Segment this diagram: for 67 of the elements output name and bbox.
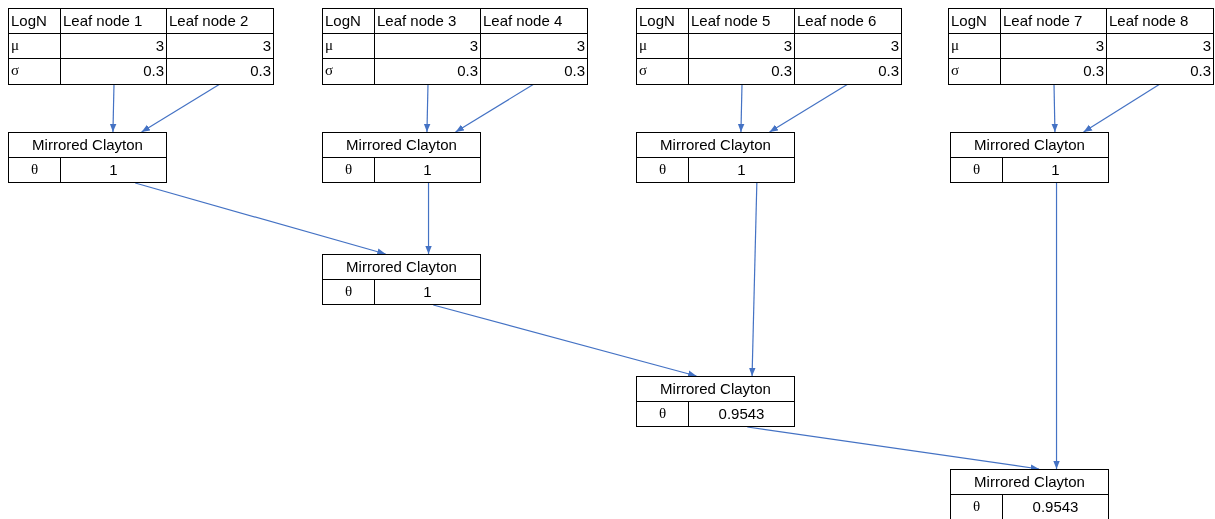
distribution-table — [636, 8, 902, 85]
parameter-symbol: θ — [950, 157, 1003, 183]
table-column — [1001, 9, 1107, 84]
parameter-value: 3 — [689, 34, 795, 59]
parameter-value: 3 — [61, 34, 167, 59]
arrow — [1053, 182, 1060, 470]
copula-table — [950, 132, 1109, 183]
parameter-value: 1 — [374, 279, 481, 305]
column-header: Leaf node 3 — [375, 9, 481, 34]
arrow — [109, 83, 117, 133]
parameter-value: 1 — [374, 157, 481, 183]
table-column — [689, 9, 795, 84]
column-header: LogN — [637, 9, 689, 34]
arrow — [425, 182, 432, 255]
parameter-symbol: θ — [636, 157, 689, 183]
row-label: μ — [323, 34, 375, 59]
copula-table — [322, 254, 481, 305]
row-label: σ — [637, 59, 689, 84]
arrow — [140, 83, 221, 133]
parameter-value: 3 — [1001, 34, 1107, 59]
row-label: μ — [637, 34, 689, 59]
parameter-value: 3 — [375, 34, 481, 59]
table-title: Mirrored Clayton — [636, 132, 795, 158]
parameter-symbol: θ — [322, 279, 375, 305]
parameter-symbol: θ — [322, 157, 375, 183]
parameter-symbol: θ — [636, 401, 689, 427]
parameter-value: 1 — [60, 157, 167, 183]
table-column — [61, 9, 167, 84]
parameter-value: 1 — [688, 157, 795, 183]
column-header: LogN — [949, 9, 1001, 34]
arrow — [134, 182, 387, 255]
table-title: Mirrored Clayton — [322, 132, 481, 158]
table-column — [375, 9, 481, 84]
copula-table — [8, 132, 167, 183]
table-title: Mirrored Clayton — [322, 254, 481, 280]
arrow — [1082, 83, 1161, 133]
row-label: μ — [949, 34, 1001, 59]
row-label: σ — [9, 59, 61, 84]
arrow — [423, 83, 431, 133]
arrow — [737, 83, 745, 133]
parameter-symbol: θ — [8, 157, 61, 183]
table-title: Mirrored Clayton — [950, 469, 1109, 495]
arrow — [1051, 83, 1059, 133]
row-label: μ — [9, 34, 61, 59]
arrow — [748, 182, 758, 377]
copula-table — [322, 132, 481, 183]
distribution-table — [8, 8, 274, 85]
column-header: Leaf node 5 — [689, 9, 795, 34]
copula-table — [636, 132, 795, 183]
arrow — [454, 83, 535, 133]
arrow — [768, 83, 849, 133]
column-header: LogN — [9, 9, 61, 34]
column-header: Leaf node 7 — [1001, 9, 1107, 34]
copula-table — [636, 376, 795, 427]
column-header: Leaf node 1 — [61, 9, 167, 34]
table-title: Mirrored Clayton — [950, 132, 1109, 158]
parameter-value: 0.9543 — [688, 401, 795, 427]
distribution-table — [948, 8, 1214, 85]
table-title: Mirrored Clayton — [8, 132, 167, 158]
row-label: σ — [323, 59, 375, 84]
distribution-table — [322, 8, 588, 85]
row-label: σ — [949, 59, 1001, 84]
parameter-value: 1 — [1002, 157, 1109, 183]
column-header: LogN — [323, 9, 375, 34]
table-title: Mirrored Clayton — [636, 376, 795, 402]
copula-table — [950, 469, 1109, 519]
arrow — [432, 304, 697, 378]
